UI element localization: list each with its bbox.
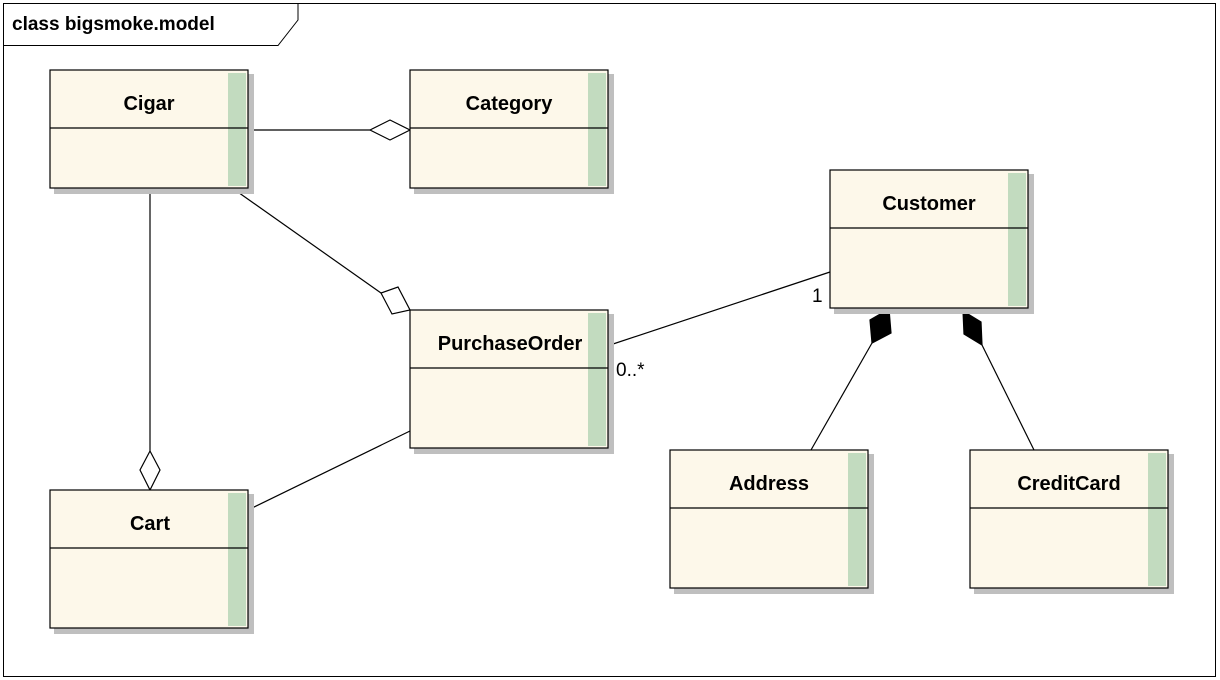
class-credit-card[interactable]: CreditCard (969, 449, 1174, 594)
class-name-credit-card: CreditCard (1017, 473, 1120, 495)
order-customer-line (609, 271, 831, 346)
class-address[interactable]: Address (669, 449, 874, 594)
frame-title: class bigsmoke.model (12, 14, 215, 35)
multiplicity-order: 0..* (616, 360, 645, 381)
cart-order-line (247, 430, 411, 511)
class-name-address: Address (729, 473, 809, 495)
cigar-order-line (234, 189, 382, 294)
class-customer[interactable]: Customer (829, 169, 1034, 314)
class-name-cart: Cart (130, 513, 170, 535)
class-category[interactable]: Category (409, 69, 614, 194)
class-cigar[interactable]: Cigar (49, 69, 254, 194)
class-cart[interactable]: Cart (49, 489, 254, 634)
frame-title-tab (3, 3, 299, 46)
class-name-category: Category (466, 93, 554, 115)
class-name-purchase-order: PurchaseOrder (438, 333, 583, 355)
connectors (139, 119, 1035, 511)
class-purchase-order[interactable]: PurchaseOrder (409, 309, 614, 454)
multiplicity-customer: 1 (812, 286, 823, 307)
customer-creditcard-line (981, 344, 1035, 451)
customer-address-line (810, 342, 873, 451)
class-name-customer: Customer (882, 193, 976, 215)
class-name-cigar: Cigar (123, 93, 174, 115)
